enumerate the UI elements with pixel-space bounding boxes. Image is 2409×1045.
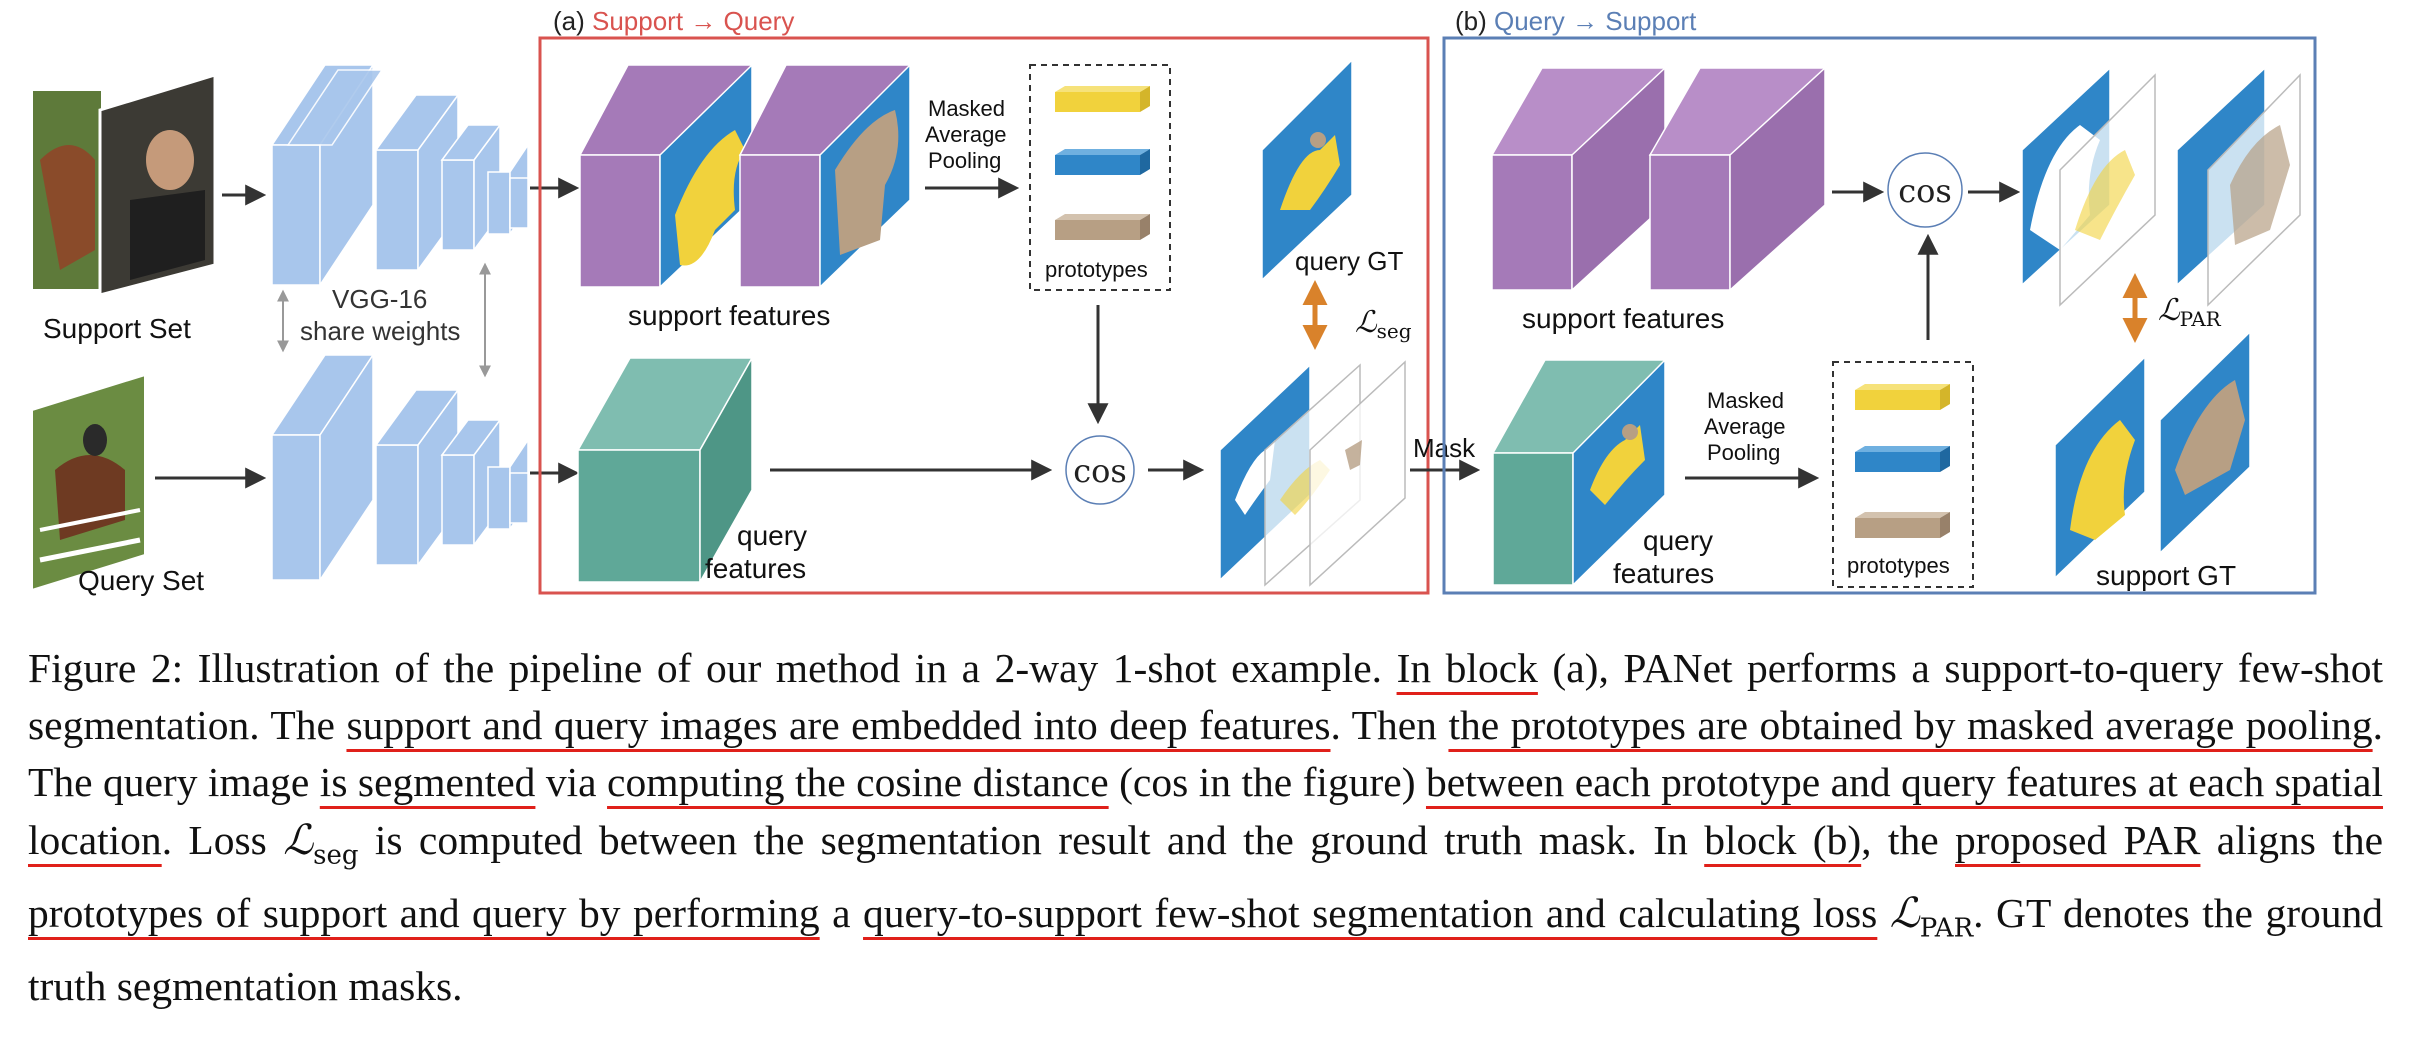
panel-a-title: (a) Support → Query <box>553 6 794 36</box>
map-label-b-line2: Average <box>1704 414 1786 439</box>
caption-underline: the prototypes are obtained by masked av… <box>1448 702 2373 748</box>
support-set-label: Support Set <box>43 313 191 344</box>
map-label-a-line2: Average <box>925 122 1007 147</box>
loss-seg-label: ℒseg <box>1355 305 1412 343</box>
query-gt-a <box>1261 58 1353 282</box>
map-label-b-line3: Pooling <box>1707 440 1780 465</box>
caption-text: via <box>535 759 608 805</box>
pipeline-figure: Support Set Query Set VGG-16 share weigh… <box>31 6 2317 596</box>
figure-caption: Figure 2: Illustration of the pipeline o… <box>28 640 2383 1015</box>
support-feature-cube-a1 <box>578 63 754 289</box>
query-features-label-a-1: query <box>737 520 807 551</box>
query-set-image <box>31 373 146 592</box>
query-feature-cube-a <box>576 355 754 585</box>
prototype-tan-b <box>1855 512 1950 538</box>
loss-par-math: ℒPAR <box>1889 888 1974 944</box>
vgg-label-line2: share weights <box>300 316 460 346</box>
caption-underline: between each prototype and query feature… <box>28 759 2384 863</box>
map-label-b-line1: Masked <box>1707 388 1784 413</box>
prototype-tan-a <box>1055 214 1150 240</box>
support-gt-b <box>2054 330 2251 580</box>
query-features-label-a-2: features <box>705 553 806 584</box>
caption-text: . Then <box>1330 702 1449 748</box>
support-feature-cube-b2 <box>1648 66 1827 292</box>
prototype-blue-b <box>1855 446 1950 472</box>
support-set-images <box>31 72 217 297</box>
prototypes-box-a <box>1029 64 1171 291</box>
support-features-label-a: support features <box>628 300 830 331</box>
loss-seg-math: ℒseg <box>283 815 359 871</box>
cos-label-a: cos <box>1073 452 1127 490</box>
vgg-encoder-top <box>270 62 529 288</box>
caption-text: . Loss <box>161 817 284 863</box>
query-feature-cube-b <box>1491 358 1667 587</box>
prototype-yellow-b <box>1855 384 1950 410</box>
prototypes-label-a: prototypes <box>1045 257 1148 282</box>
caption-text: is computed between the segmentation res… <box>358 817 1705 863</box>
vgg-encoder-bottom <box>270 352 529 583</box>
caption-underline: is segmented <box>319 759 536 805</box>
loss-par-label: ℒPAR <box>2158 293 2222 331</box>
query-features-label-b-2: features <box>1613 558 1714 589</box>
support-gt-label: support GT <box>2096 560 2236 591</box>
cos-label-b: cos <box>1898 172 1952 210</box>
query-features-label-b-1: query <box>1643 525 1713 556</box>
prototypes-label-b: prototypes <box>1847 553 1950 578</box>
cos-node-a <box>1065 435 1135 505</box>
panel-b-box <box>1442 36 2317 595</box>
caption-text <box>1877 890 1889 936</box>
caption-text: , the <box>1861 817 1955 863</box>
caption-underline: prototypes of support and query by perfo… <box>28 890 820 937</box>
support-features-label-b: support features <box>1522 303 1724 334</box>
caption-underline: block (b) <box>1704 817 1862 863</box>
map-label-a-line3: Pooling <box>928 148 1001 173</box>
caption-text: aligns the <box>2200 817 2384 863</box>
vgg-label-line1: VGG-16 <box>332 284 427 314</box>
caption-text: . GT denotes the ground truth segmentati… <box>28 890 2384 1009</box>
caption-text: a <box>819 890 864 937</box>
query-gt-label: query GT <box>1295 246 1403 276</box>
support-prediction-b <box>2021 66 2301 307</box>
caption-underline: query-to-support few-shot segmentation a… <box>863 890 1878 937</box>
prototype-blue-a <box>1055 149 1150 175</box>
query-set-label: Query Set <box>78 565 204 596</box>
caption-underline: proposed PAR <box>1955 817 2201 863</box>
prototype-yellow-a <box>1055 86 1150 112</box>
query-prediction-a <box>1219 360 1406 587</box>
caption-underline: computing the cosine distance <box>607 759 1109 805</box>
caption-underline: In block <box>1396 645 1538 691</box>
support-feature-cube-a2 <box>738 63 912 289</box>
cos-node-b <box>1887 152 1963 228</box>
support-feature-cube-b1 <box>1490 66 1667 292</box>
caption-underline: support and query images are embedded in… <box>346 702 1331 748</box>
panel-a-box <box>538 36 1430 595</box>
panel-b-title: (b) Query → Support <box>1455 6 1697 36</box>
caption-paragraph: Figure 2: Illustration of the pipeline o… <box>28 640 2383 1015</box>
caption-text: Figure 2: Illustration of the pipeline o… <box>28 645 1397 691</box>
caption-text: (cos in the figure) <box>1108 759 1426 805</box>
caption-text: . The query image <box>28 702 2383 805</box>
caption-text: (a), PANet performs a support-to-query f… <box>28 645 2383 748</box>
prototypes-box-b <box>1832 361 1974 588</box>
map-label-a-line1: Masked <box>928 96 1005 121</box>
